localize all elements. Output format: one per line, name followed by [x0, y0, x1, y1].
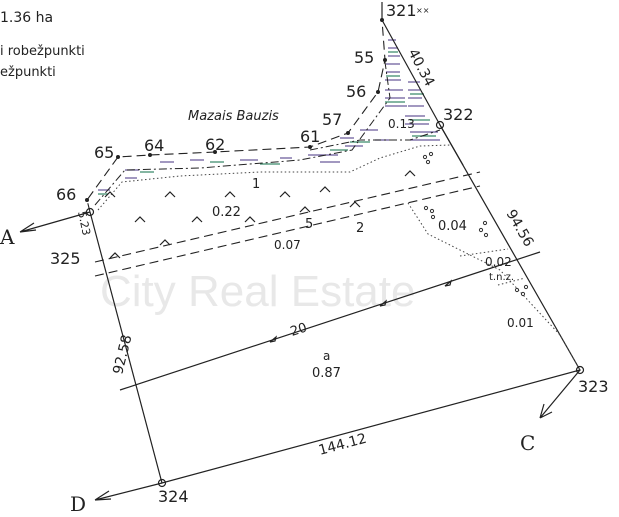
area-013: 0.13 — [388, 117, 415, 131]
area-tnz: t.n.z. — [489, 272, 514, 283]
road-line-1 — [94, 171, 481, 263]
legend-area: 1.36 ha — [0, 10, 53, 26]
feature-number-5: 5 — [305, 217, 313, 232]
direction-A: A — [0, 225, 15, 249]
point-324: 324 — [158, 487, 189, 506]
area-004: 0.04 — [438, 219, 467, 234]
area-002: 0.02 — [485, 255, 512, 269]
area-007: 0.07 — [274, 238, 301, 252]
stream-boundary — [86, 19, 386, 213]
point-62: 62 — [205, 135, 225, 154]
distance-321-322: 40.34 — [404, 46, 437, 89]
watermark: City Real Estate — [100, 267, 415, 316]
place-name: Mazais Bauzis — [188, 109, 279, 124]
area-022: 0.22 — [212, 205, 241, 220]
arrow-C-icon — [539, 369, 581, 419]
direction-D: D — [70, 492, 86, 516]
arrow-A-icon — [19, 211, 91, 233]
area-label-a: a — [323, 349, 330, 363]
legend-line-2: ežpunkti — [0, 65, 56, 80]
area-001: 0.01 — [507, 316, 534, 330]
point-323: 323 — [578, 377, 609, 396]
road-line-2 — [94, 185, 481, 277]
direction-C: C — [520, 431, 535, 455]
distance-323-324: 144.12 — [317, 431, 368, 459]
point-65: 65 — [94, 143, 114, 162]
parcel-boundary — [89, 2, 581, 484]
legend-line-1: i robežpunkti — [0, 44, 85, 59]
line-number-20: 20 — [289, 320, 309, 339]
point-321: 321 — [386, 1, 417, 20]
point-64: 64 — [144, 136, 164, 155]
wetland-hatching — [98, 39, 440, 195]
vertex-markers — [85, 18, 387, 202]
point-61: 61 — [300, 127, 320, 146]
feature-number-2: 2 — [356, 221, 364, 236]
point-55: 55 — [354, 48, 374, 67]
point-66: 66 — [56, 185, 76, 204]
point-57: 57 — [322, 110, 342, 129]
line-20 — [119, 251, 541, 391]
distance-325-66: 5.23 — [75, 210, 93, 237]
point-56: 56 — [346, 82, 366, 101]
point-322: 322 — [443, 105, 474, 124]
area-087: 0.87 — [312, 366, 341, 381]
point-325: 325 — [50, 249, 81, 268]
feature-number-1: 1 — [252, 177, 260, 192]
mark-321: ×× — [416, 6, 429, 15]
arrow-D-icon — [94, 482, 163, 501]
